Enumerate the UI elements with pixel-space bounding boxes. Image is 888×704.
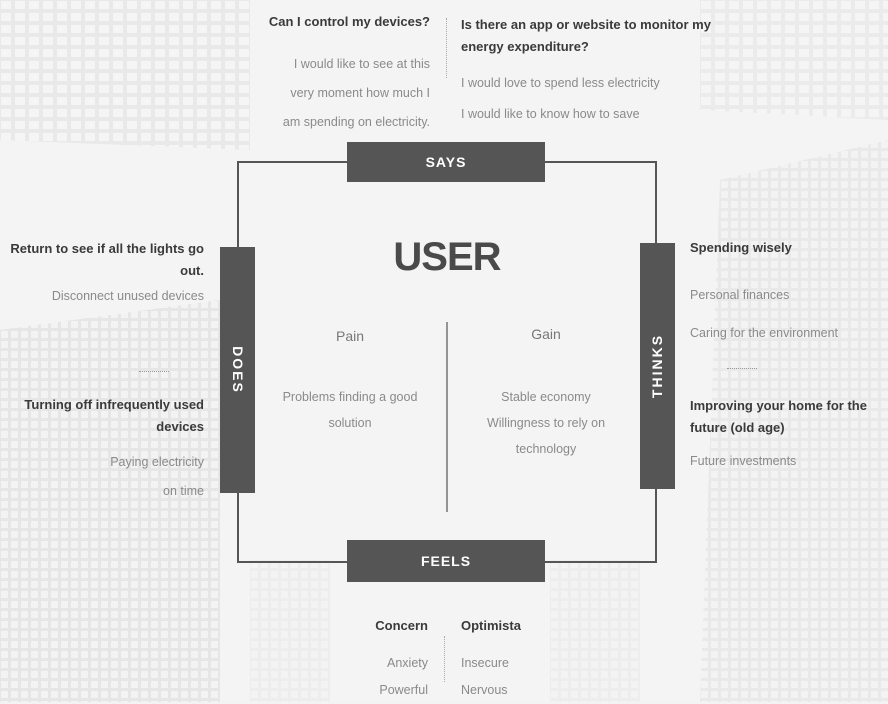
does-text-2: Paying electricity on time bbox=[110, 455, 204, 498]
pain-text: Problems finding a good solution bbox=[282, 390, 418, 430]
says-text-1: I would like to see at this very moment … bbox=[282, 57, 430, 129]
does-bar: DOES bbox=[220, 247, 255, 493]
says-bar: SAYS bbox=[347, 142, 545, 182]
does-divider bbox=[139, 371, 169, 372]
feels-heading-2: Optimista bbox=[461, 618, 521, 633]
feels-bar: FEELS bbox=[347, 540, 545, 582]
does-text-1: Disconnect unused devices bbox=[51, 289, 204, 303]
says-label: SAYS bbox=[425, 154, 467, 170]
center-title: USER bbox=[393, 235, 501, 279]
does-heading-2: Turning off infrequently used devices bbox=[24, 397, 204, 434]
thinks-text-2: Future investments bbox=[690, 454, 797, 468]
thinks-heading-2: Improving your home for the future (old … bbox=[690, 398, 867, 435]
does-label: DOES bbox=[229, 346, 246, 394]
gain-title: Gain bbox=[531, 326, 561, 342]
feels-text-2: Insecure Nervous bbox=[461, 656, 509, 697]
feels-label: FEELS bbox=[420, 553, 472, 569]
gain-text: Stable economy Willingness to rely on te… bbox=[486, 390, 606, 456]
feels-text-1: Anxiety Powerful bbox=[379, 656, 428, 697]
pain-title: Pain bbox=[335, 328, 365, 344]
says-divider bbox=[446, 18, 447, 78]
feels-divider bbox=[444, 636, 445, 682]
thinks-divider bbox=[727, 368, 757, 369]
feels-heading-1: Concern bbox=[375, 618, 428, 633]
says-text-2: I would love to spend less electricity I… bbox=[461, 76, 660, 121]
thinks-heading-1: Spending wisely bbox=[690, 240, 792, 255]
says-question-1: Can I control my devices? bbox=[268, 14, 430, 29]
thinks-text-1: Personal finances Caring for the environ… bbox=[690, 288, 838, 340]
does-heading-1: Return to see if all the lights go out. bbox=[10, 241, 204, 278]
thinks-label: THINKS bbox=[649, 333, 666, 399]
says-question-2: Is there an app or website to monitor my… bbox=[461, 17, 711, 54]
thinks-bar: THINKS bbox=[640, 243, 675, 489]
